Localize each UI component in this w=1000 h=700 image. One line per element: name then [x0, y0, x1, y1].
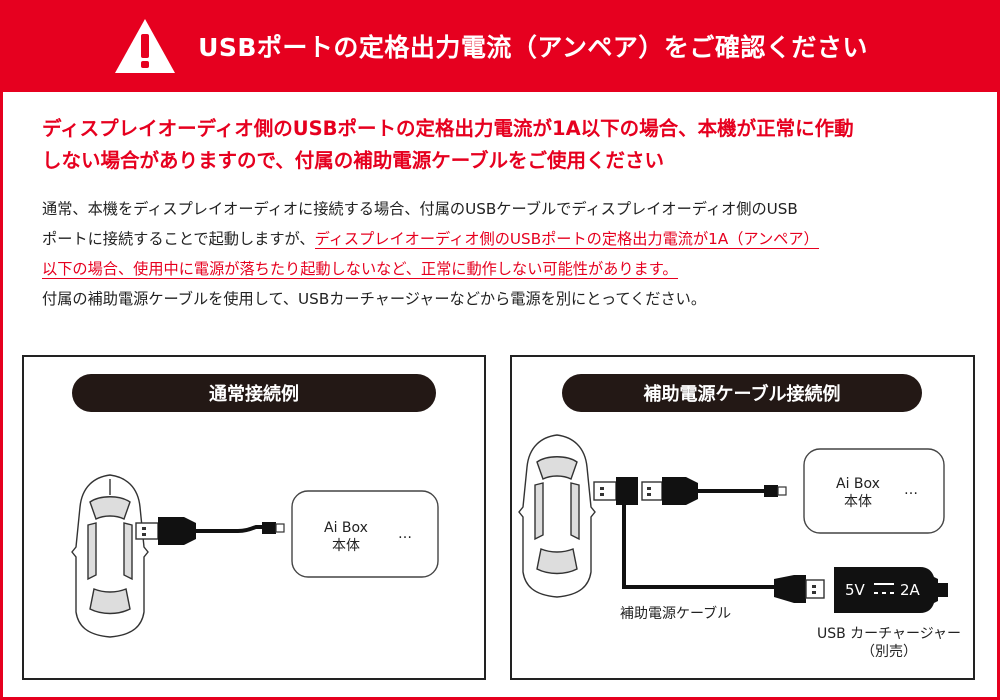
body-line-3-highlight: 以下の場合、使用中に電源が落ちたり起動しないなど、正常に動作しない可能性がありま…: [42, 260, 678, 279]
aux-cable-label: 補助電源ケーブル: [620, 606, 732, 622]
aux-connection-diagram: [518, 434, 948, 613]
usb-cable: [196, 525, 270, 533]
warning-header: USBポートの定格出力電流（アンペア）をご確認ください: [0, 0, 1000, 92]
aux-panel-title: 補助電源ケーブル接続例: [562, 374, 922, 412]
aux-connection-panel: 補助電源ケーブル接続例: [510, 355, 975, 680]
charger-amperage: 2A: [900, 581, 920, 599]
usb-plug-icon: [641, 477, 698, 505]
body-line-4: 付属の補助電源ケーブルを使用して、USBカーチャージャーなどから電源を別にとって…: [42, 290, 707, 308]
usb-plug-icon: [593, 477, 638, 505]
lead-warning: ディスプレイオーディオ側のUSBポートの定格出力電流が1A以下の場合、本機が正常…: [42, 113, 972, 177]
body-paragraph: 通常、本機をディスプレイオーディオに接続する場合、付属のUSBケーブルでディスプ…: [42, 194, 972, 314]
lead-line-2: しない場合がありますので、付属の補助電源ケーブルをご使用ください: [42, 149, 665, 172]
normal-connection-diagram: [71, 474, 439, 638]
charger-voltage: 5V: [845, 581, 865, 599]
device-dots: …: [904, 482, 918, 498]
body-line-2: ポートに接続することで起動しますが、ディスプレイオーディオ側のUSBポートの定格…: [42, 224, 972, 254]
ai-box-device: [291, 490, 439, 578]
car-icon: [518, 434, 596, 598]
ai-box-label: Ai Box 本体: [836, 476, 880, 510]
device-dots: …: [398, 526, 412, 542]
ai-box-device: [803, 448, 945, 534]
ai-box-label: Ai Box 本体: [324, 520, 368, 554]
usb-plug-icon: [774, 575, 825, 603]
aux-power-cable: [622, 505, 780, 589]
car-icon: [71, 474, 149, 638]
body-line-2-highlight: ディスプレイオーディオ側のUSBポートの定格出力電流が1A（アンペア）: [314, 230, 819, 249]
car-charger-icon: [834, 567, 948, 613]
warning-icon: [115, 19, 176, 73]
header-title: USBポートの定格出力電流（アンペア）をご確認ください: [198, 33, 868, 62]
body-line-1: 通常、本機をディスプレイオーディオに接続する場合、付属のUSBケーブルでディスプ…: [42, 200, 798, 218]
charger-label: USB カーチャージャー （別売）: [816, 626, 962, 660]
normal-panel-title: 通常接続例: [72, 374, 436, 412]
normal-connection-panel: 通常接続例 Ai Box 本体 …: [22, 355, 486, 680]
micro-usb-plug-icon: [764, 485, 787, 497]
lead-line-1: ディスプレイオーディオ側のUSBポートの定格出力電流が1A以下の場合、本機が正常…: [42, 117, 854, 140]
body-line-3: 以下の場合、使用中に電源が落ちたり起動しないなど、正常に動作しない可能性がありま…: [42, 254, 972, 284]
body-line-2-normal: ポートに接続することで起動しますが、: [42, 230, 315, 248]
micro-usb-plug-icon: [262, 522, 285, 534]
usb-plug-icon: [135, 517, 196, 545]
